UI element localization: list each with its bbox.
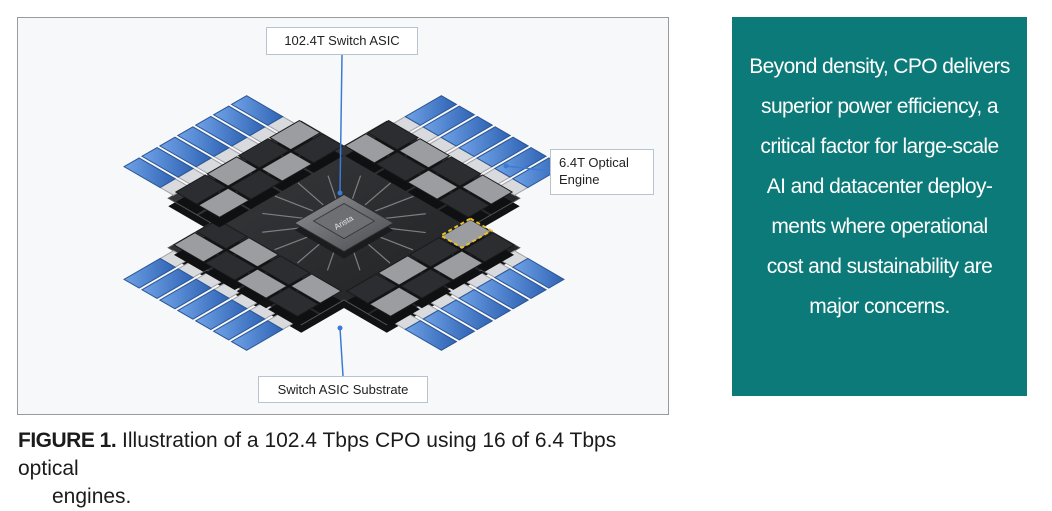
optical-fiber: [212, 309, 266, 341]
substrate-trace: [375, 195, 414, 212]
figure-caption-text: Illustration of a 102.4 Tbps CPO using 1…: [18, 429, 617, 480]
optical-engine-module: [462, 232, 516, 263]
pull-quote-line: ments where operational: [771, 215, 988, 238]
optical-engine-leader-line-tip: [503, 163, 509, 169]
pull-quote-box: Beyond density, CPO delivers superior po…: [732, 17, 1027, 396]
optical-fiber: [176, 289, 230, 320]
optical-fiber: [140, 268, 195, 300]
figure-illustration: Arista 102.4T Switch ASIC 6.4T Optical E…: [17, 17, 669, 415]
optical-fiber: [123, 157, 177, 189]
optical-fiber: [440, 299, 494, 331]
optical-engine-module: [206, 156, 259, 187]
substrate-trace: [327, 175, 338, 202]
substrate-trace: [380, 213, 426, 220]
optical-engine-module: [268, 119, 322, 151]
optical-fiber: [230, 95, 284, 126]
optical-engine-module: [460, 174, 514, 205]
optical-fiber: [140, 146, 195, 178]
optical-fiber: [511, 257, 565, 289]
optical-fiber: [422, 309, 476, 341]
optical-engine-module: [267, 286, 320, 317]
optical-engine-module: [377, 255, 430, 286]
substrate-trace: [262, 212, 308, 220]
asic-leader-line: [339, 54, 343, 194]
optical-fiber: [440, 115, 494, 147]
figure-caption-label: FIGURE 1.: [18, 429, 117, 452]
optical-engine-module: [366, 119, 420, 151]
substrate-leader-line: [339, 327, 344, 377]
optical-engine-module: [237, 138, 290, 169]
asic-leader-line-tip: [337, 190, 343, 196]
figure-caption-text-continued: engines.: [52, 485, 132, 508]
substrate-trace: [364, 240, 391, 264]
optical-fiber: [194, 299, 248, 331]
optical-engine-module: [406, 169, 459, 200]
optical-fiber: [176, 126, 230, 157]
optical-engine-callout-label: 6.4T Optical Engine: [550, 149, 654, 195]
optical-engine-module: [438, 187, 491, 218]
callout-leader-lines: [337, 54, 551, 377]
highlighted-optical-engine: [438, 217, 494, 249]
optical-engine-leader-line: [505, 165, 551, 172]
pull-quote-line: AI and datacenter deploy-: [766, 175, 993, 198]
optical-fiber: [493, 146, 548, 178]
pull-quote-line: Beyond density, CPO delivers: [749, 55, 1010, 78]
optical-engine-module: [345, 273, 399, 304]
optical-engine-module: [291, 133, 345, 164]
figure-caption: FIGURE 1. Illustration of a 102.4 Tbps C…: [18, 427, 658, 511]
substrate-trace: [274, 234, 313, 251]
cpo-package: Arista: [123, 95, 565, 351]
optical-fiber: [493, 268, 548, 300]
pull-quote-line: critical factor for large-scale: [760, 135, 999, 158]
optical-engine-module: [174, 174, 228, 205]
optical-engine-module: [289, 273, 343, 304]
optical-engine-module: [227, 237, 280, 268]
optical-fiber: [458, 126, 512, 157]
optical-fiber: [158, 136, 213, 168]
optical-engine-module: [229, 169, 282, 200]
substrate-trace: [374, 234, 414, 251]
pull-quote-line: cost and sustainability are: [766, 255, 993, 278]
optical-fiber: [158, 278, 213, 310]
asic-die: [312, 202, 376, 240]
optical-fiber: [422, 105, 476, 137]
optical-engine-module: [197, 187, 250, 218]
optical-engine-module: [368, 286, 421, 317]
optical-engine-module: [398, 138, 451, 169]
substrate-trace: [350, 175, 362, 202]
optical-engine-module: [172, 232, 226, 263]
optical-engine-module: [195, 218, 249, 250]
substrate-trace: [274, 195, 314, 212]
optical-engine-module: [429, 156, 482, 187]
optical-engine-module: [375, 151, 428, 182]
optical-fiber: [194, 115, 248, 147]
optical-fiber: [458, 289, 512, 320]
pull-quote-line: superior power efficiency, a: [761, 95, 998, 118]
asic-callout-label: 102.4T Switch ASIC: [266, 27, 418, 55]
optical-fiber: [212, 105, 266, 137]
optical-fiber: [404, 320, 458, 351]
substrate-trace: [297, 240, 324, 264]
optical-fiber: [475, 136, 530, 168]
substrate-trace: [297, 182, 324, 206]
pull-quote-line: major concerns.: [809, 295, 950, 318]
substrate-callout-label: Switch ASIC Substrate: [258, 376, 428, 403]
optical-engine-module: [258, 255, 311, 286]
optical-engine-module: [343, 133, 397, 164]
optical-engine-module: [260, 151, 313, 182]
optical-fiber: [404, 95, 458, 126]
optical-engine-module: [431, 250, 484, 281]
optical-engine-module: [408, 237, 461, 268]
substrate-trace: [364, 182, 391, 206]
optical-engine-module: [235, 268, 288, 299]
optical-fiber: [123, 257, 177, 289]
substrate-leader-line-tip: [337, 325, 343, 331]
cpo-package-drawing: Arista: [123, 54, 565, 377]
optical-fiber: [230, 320, 284, 351]
optical-fiber: [475, 278, 530, 310]
optical-engine-module: [400, 268, 453, 299]
optical-engine-module: [204, 250, 257, 281]
